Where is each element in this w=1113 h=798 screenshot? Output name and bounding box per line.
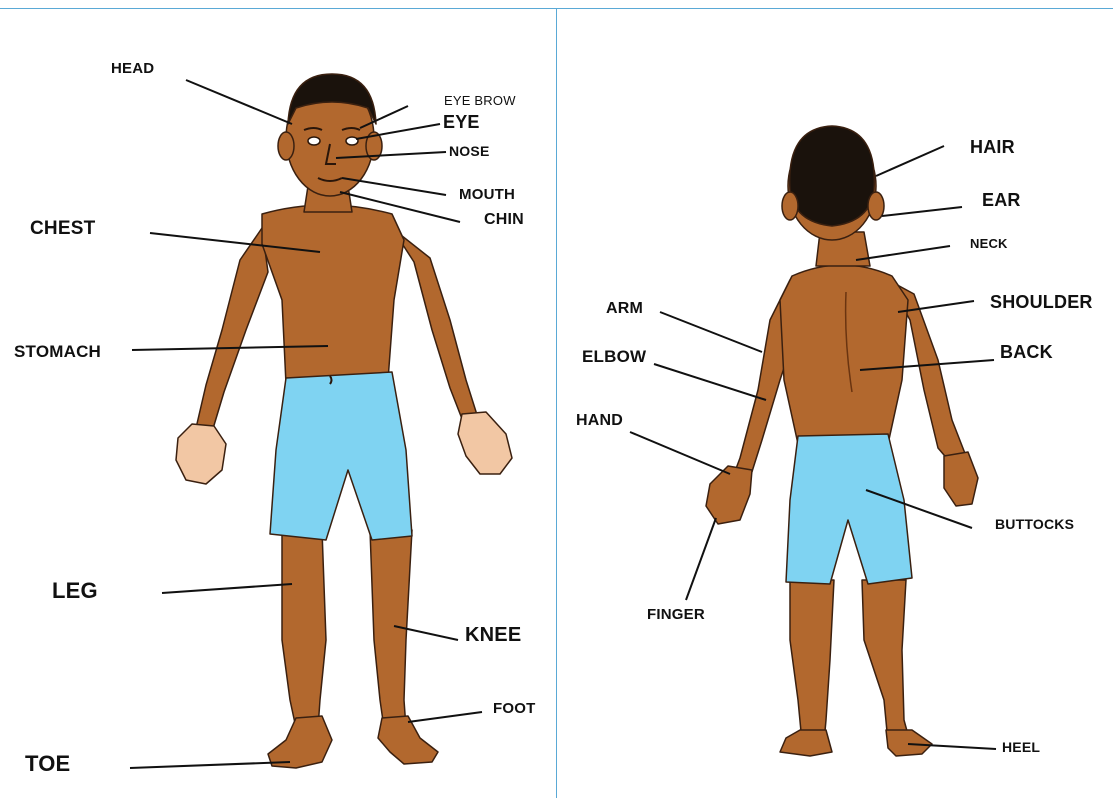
label-chest: CHEST	[30, 219, 95, 238]
label-knee: KNEE	[465, 625, 521, 645]
label-toe: TOE	[25, 753, 70, 775]
back-left-ear	[782, 192, 798, 220]
label-buttocks: BUTTOCKS	[995, 517, 1074, 531]
back-left-leg	[790, 580, 834, 742]
label-hand: HAND	[576, 413, 623, 429]
back-right-ear	[868, 192, 884, 220]
label-foot: FOOT	[493, 701, 535, 716]
back-right-hand	[944, 452, 978, 506]
back-right-foot	[886, 730, 932, 756]
label-back: BACK	[1000, 343, 1053, 361]
label-stomach: STOMACH	[14, 343, 101, 360]
back-hair	[790, 126, 875, 226]
leader-finger	[686, 518, 716, 600]
label-shoulder: SHOULDER	[990, 293, 1093, 311]
label-head: HEAD	[111, 61, 154, 76]
back-torso	[780, 265, 908, 444]
label-mouth: MOUTH	[459, 187, 515, 202]
leader-ear	[882, 207, 962, 216]
label-eye-brow: EYE BROW	[444, 94, 516, 107]
label-elbow: ELBOW	[582, 348, 646, 365]
back-left-hand	[706, 466, 752, 524]
label-arm: ARM	[606, 301, 643, 317]
label-chin: CHIN	[484, 212, 524, 228]
back-right-leg	[862, 580, 910, 742]
label-finger: FINGER	[647, 607, 705, 622]
label-leg: LEG	[52, 580, 98, 602]
leader-neck	[856, 246, 950, 260]
leader-arm	[660, 312, 762, 352]
label-heel: HEEL	[1002, 740, 1040, 754]
label-hair: HAIR	[970, 138, 1015, 156]
label-ear: EAR	[982, 191, 1021, 209]
leader-hair	[876, 146, 944, 176]
back-shorts	[786, 434, 912, 584]
back-left-foot	[780, 730, 832, 756]
label-eye: EYE	[443, 113, 480, 131]
leader-elbow	[654, 364, 766, 400]
label-neck: NECK	[970, 237, 1008, 250]
label-nose: NOSE	[449, 144, 489, 158]
leader-hand	[630, 432, 730, 474]
